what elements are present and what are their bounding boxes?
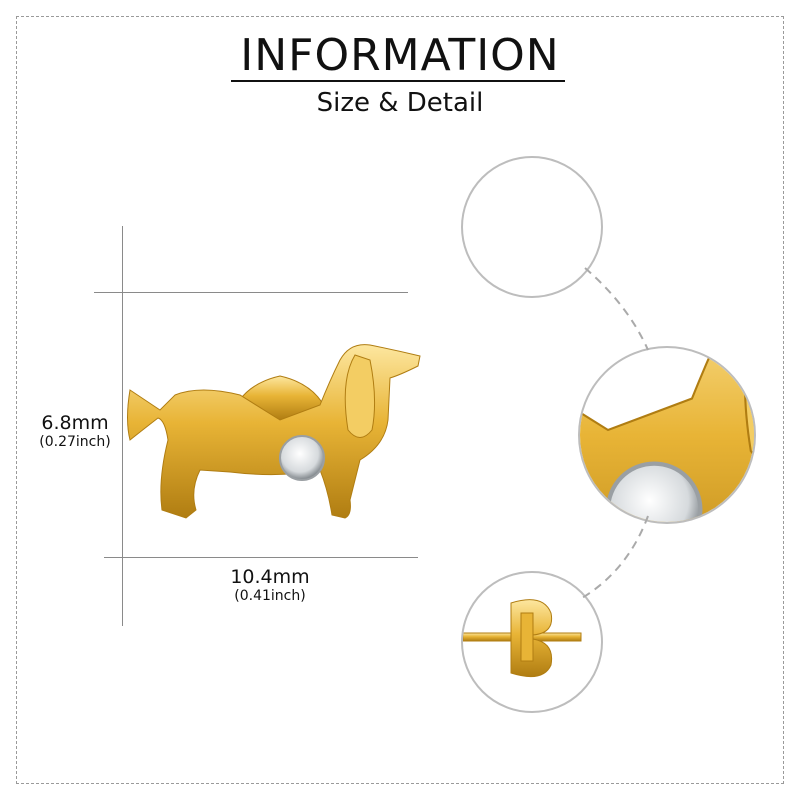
post-back-detail-image [463, 599, 582, 678]
page-subtitle: Size & Detail [316, 88, 484, 118]
width-mm: 10.4mm [230, 566, 310, 588]
bottom-guide-line [104, 557, 418, 558]
top-guide-line [94, 292, 408, 293]
tail-detail-circle [461, 156, 603, 298]
height-dimension: 6.8mm (0.27inch) [20, 412, 130, 450]
height-mm: 6.8mm [41, 412, 109, 434]
post-back-detail-circle [461, 571, 603, 713]
title-underline [231, 80, 565, 82]
tail-detail-image [463, 158, 601, 296]
dachshund-earring [126, 343, 421, 519]
height-inch: (0.27inch) [39, 434, 111, 450]
width-inch: (0.41inch) [234, 588, 306, 604]
head-stone-detail-circle [578, 346, 756, 524]
width-dimension: 10.4mm (0.41inch) [210, 566, 330, 604]
page-title: INFORMATION [240, 30, 560, 81]
dashed-frame [16, 16, 784, 784]
back-collar [520, 612, 534, 662]
vertical-guide-line [122, 226, 123, 626]
head-stone-detail-image [580, 348, 754, 522]
